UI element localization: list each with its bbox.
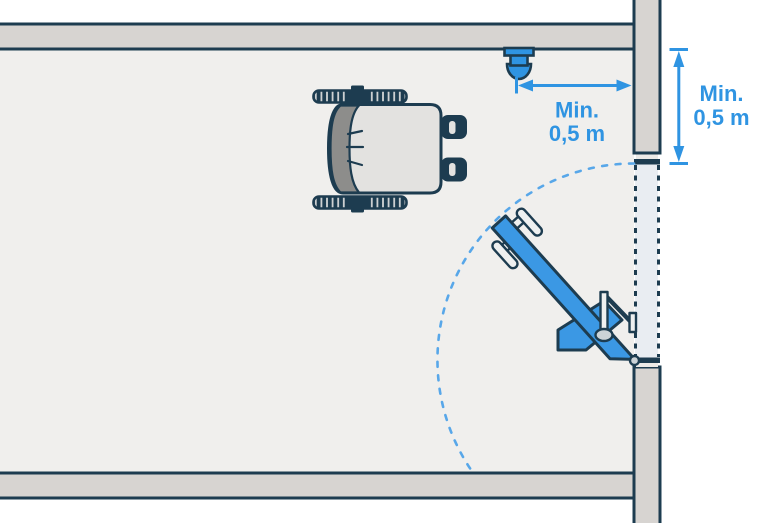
backrest-tick [346,129,364,136]
wheelchair-seat [327,103,443,195]
dim-h-label-line1: Min. [555,98,599,123]
wheelchair-backrest [329,104,361,194]
backrest-tick [346,159,364,167]
door-closer-link [599,290,609,336]
door-opening [634,164,660,358]
dimension-vertical: Min. 0,5 m [669,48,750,165]
door-jamb-lower-gap [636,362,658,367]
wheelchair-hub-bottom [346,197,368,208]
wheelchair-footrest-lower [441,157,467,182]
wall-fitting-base [503,46,535,57]
dimension-horizontal: Min. 0,5 m [515,77,632,146]
dim-v-arrowhead-down-icon [673,146,685,162]
wall-top [0,22,636,51]
dim-h-arrowhead-right-icon [616,79,632,92]
wheelchair-hub-top [346,91,368,102]
wall-right-upper [632,0,662,165]
door-hinge [628,354,641,367]
door-swing-arc-icon [436,162,636,475]
wall-right-lower [632,357,662,523]
wheelchair-footrest-upper [441,115,467,139]
wall-right-lower-segment [632,365,662,523]
wall-fitting-icon [503,46,535,81]
door-closer-pivot [594,327,614,343]
dim-h-arrowhead-left-icon [518,79,533,92]
door-jamb-upper-gap [636,154,658,159]
dim-v-label-line2: 0,5 m [693,105,749,130]
wall-right-upper-segment [632,0,662,155]
door-jamb-upper [634,159,660,165]
door-assembly [490,207,641,367]
door-jamb-lower [634,357,660,363]
door-closer-bracket [628,311,638,334]
wall-bottom [0,471,636,500]
dim-v-arrowhead-up-icon [673,51,685,67]
dim-v-label-line1: Min. [700,81,744,106]
wheelchair-icon [312,85,467,213]
wall-fitting-knob [505,62,533,81]
door-opening-fill [635,164,658,358]
dim-h-label-line2: 0,5 m [549,121,605,146]
